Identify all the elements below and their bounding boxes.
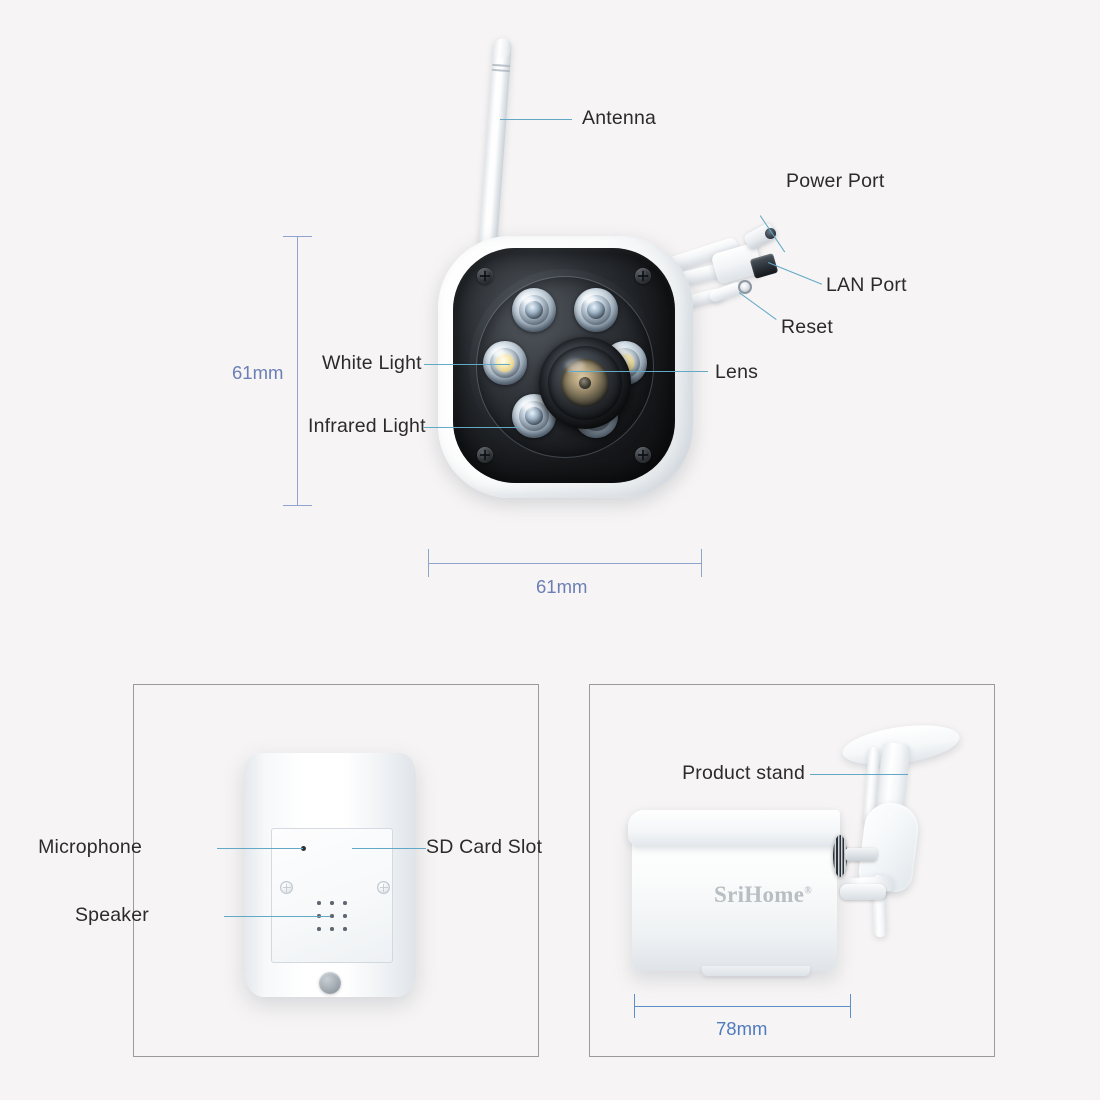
height-dimension-line: [297, 236, 299, 506]
side-view-panel: SriHome® Product stand 78mm: [589, 684, 995, 1057]
side-width-dimension-line: [634, 1006, 851, 1008]
reset-leader-line: [738, 292, 777, 321]
lens-leader-line: [568, 371, 708, 373]
power-port-label: Power Port: [786, 170, 885, 192]
width-dimension-line: [428, 563, 702, 565]
infrared-light-label: Infrared Light: [308, 415, 426, 437]
side-width-dimension-cap-left: [634, 994, 636, 1018]
faceplate-screw-bottom-right: [635, 447, 651, 463]
width-dimension-cap-right: [701, 549, 703, 577]
width-dimension-label: 61mm: [536, 576, 588, 597]
faceplate-screw-bottom-left: [477, 447, 493, 463]
infrared-led-top-left: [512, 288, 556, 332]
antenna-ring-1: [492, 63, 511, 67]
white-light-leader-line: [424, 364, 510, 366]
lens-label: Lens: [715, 361, 759, 383]
camera-side-bottom-lip: [702, 966, 810, 976]
camera-sunshade: [628, 810, 840, 846]
side-width-dimension-label: 78mm: [716, 1018, 768, 1039]
brand-logo: SriHome®: [714, 882, 812, 908]
lan-port-leader-line: [767, 262, 823, 286]
antenna-illustration: [479, 37, 513, 247]
lens-highlight: [565, 359, 585, 372]
back-plate-screw-right: [377, 881, 390, 894]
faceplate-ring: [476, 276, 654, 458]
front-view-group: Antenna Power Port LAN Port Reset White …: [232, 37, 907, 597]
faceplate-screw-top-left: [477, 268, 493, 284]
reset-button: [738, 280, 752, 294]
lens-pupil: [579, 377, 591, 389]
antenna-label: Antenna: [582, 107, 657, 129]
white-light-label: White Light: [322, 352, 422, 374]
speaker-label: Speaker: [74, 904, 149, 926]
camera-lens: [539, 337, 631, 429]
height-dimension-label: 61mm: [232, 362, 284, 383]
brand-registered-mark: ®: [804, 885, 813, 897]
back-access-plate: [271, 828, 393, 963]
speaker-leader-line: [224, 916, 330, 918]
camera-mount-disc: [833, 835, 847, 877]
camera-mount-screw: [845, 848, 877, 861]
antenna-leader-line: [500, 119, 572, 121]
antenna-connector-side: [840, 884, 886, 900]
lan-port-label: LAN Port: [826, 274, 907, 296]
product-stand-label: Product stand: [682, 762, 805, 784]
product-stand-leader-line: [810, 774, 908, 776]
antenna-cap: [492, 37, 513, 60]
infrared-led-bottom-left: [512, 394, 556, 438]
sd-card-slot-leader-line: [352, 848, 426, 850]
infrared-light-leader-line: [424, 427, 519, 429]
infrared-led-top-right: [574, 288, 618, 332]
microphone-leader-line: [217, 848, 303, 850]
microphone-label: Microphone: [38, 836, 142, 858]
height-dimension-cap-bottom: [283, 505, 312, 507]
sd-card-slot-label: SD Card Slot: [426, 836, 543, 858]
reset-label: Reset: [781, 316, 833, 338]
antenna-ring-2: [491, 68, 510, 72]
back-view-panel: Microphone SD Card Slot Speaker: [38, 684, 543, 1057]
width-dimension-cap-left: [428, 549, 430, 577]
white-led-left: [483, 341, 527, 385]
speaker-grille: [317, 901, 351, 933]
camera-faceplate: [453, 248, 675, 483]
back-bottom-knob: [319, 972, 341, 994]
microphone-hole: [301, 846, 306, 851]
back-plate-screw-left: [280, 881, 293, 894]
faceplate-screw-top-right: [635, 268, 651, 284]
side-width-dimension-cap-right: [850, 994, 852, 1018]
height-dimension-cap-top: [283, 236, 312, 238]
camera-front-illustration: [425, 37, 779, 505]
brand-name: SriHome: [714, 882, 805, 907]
